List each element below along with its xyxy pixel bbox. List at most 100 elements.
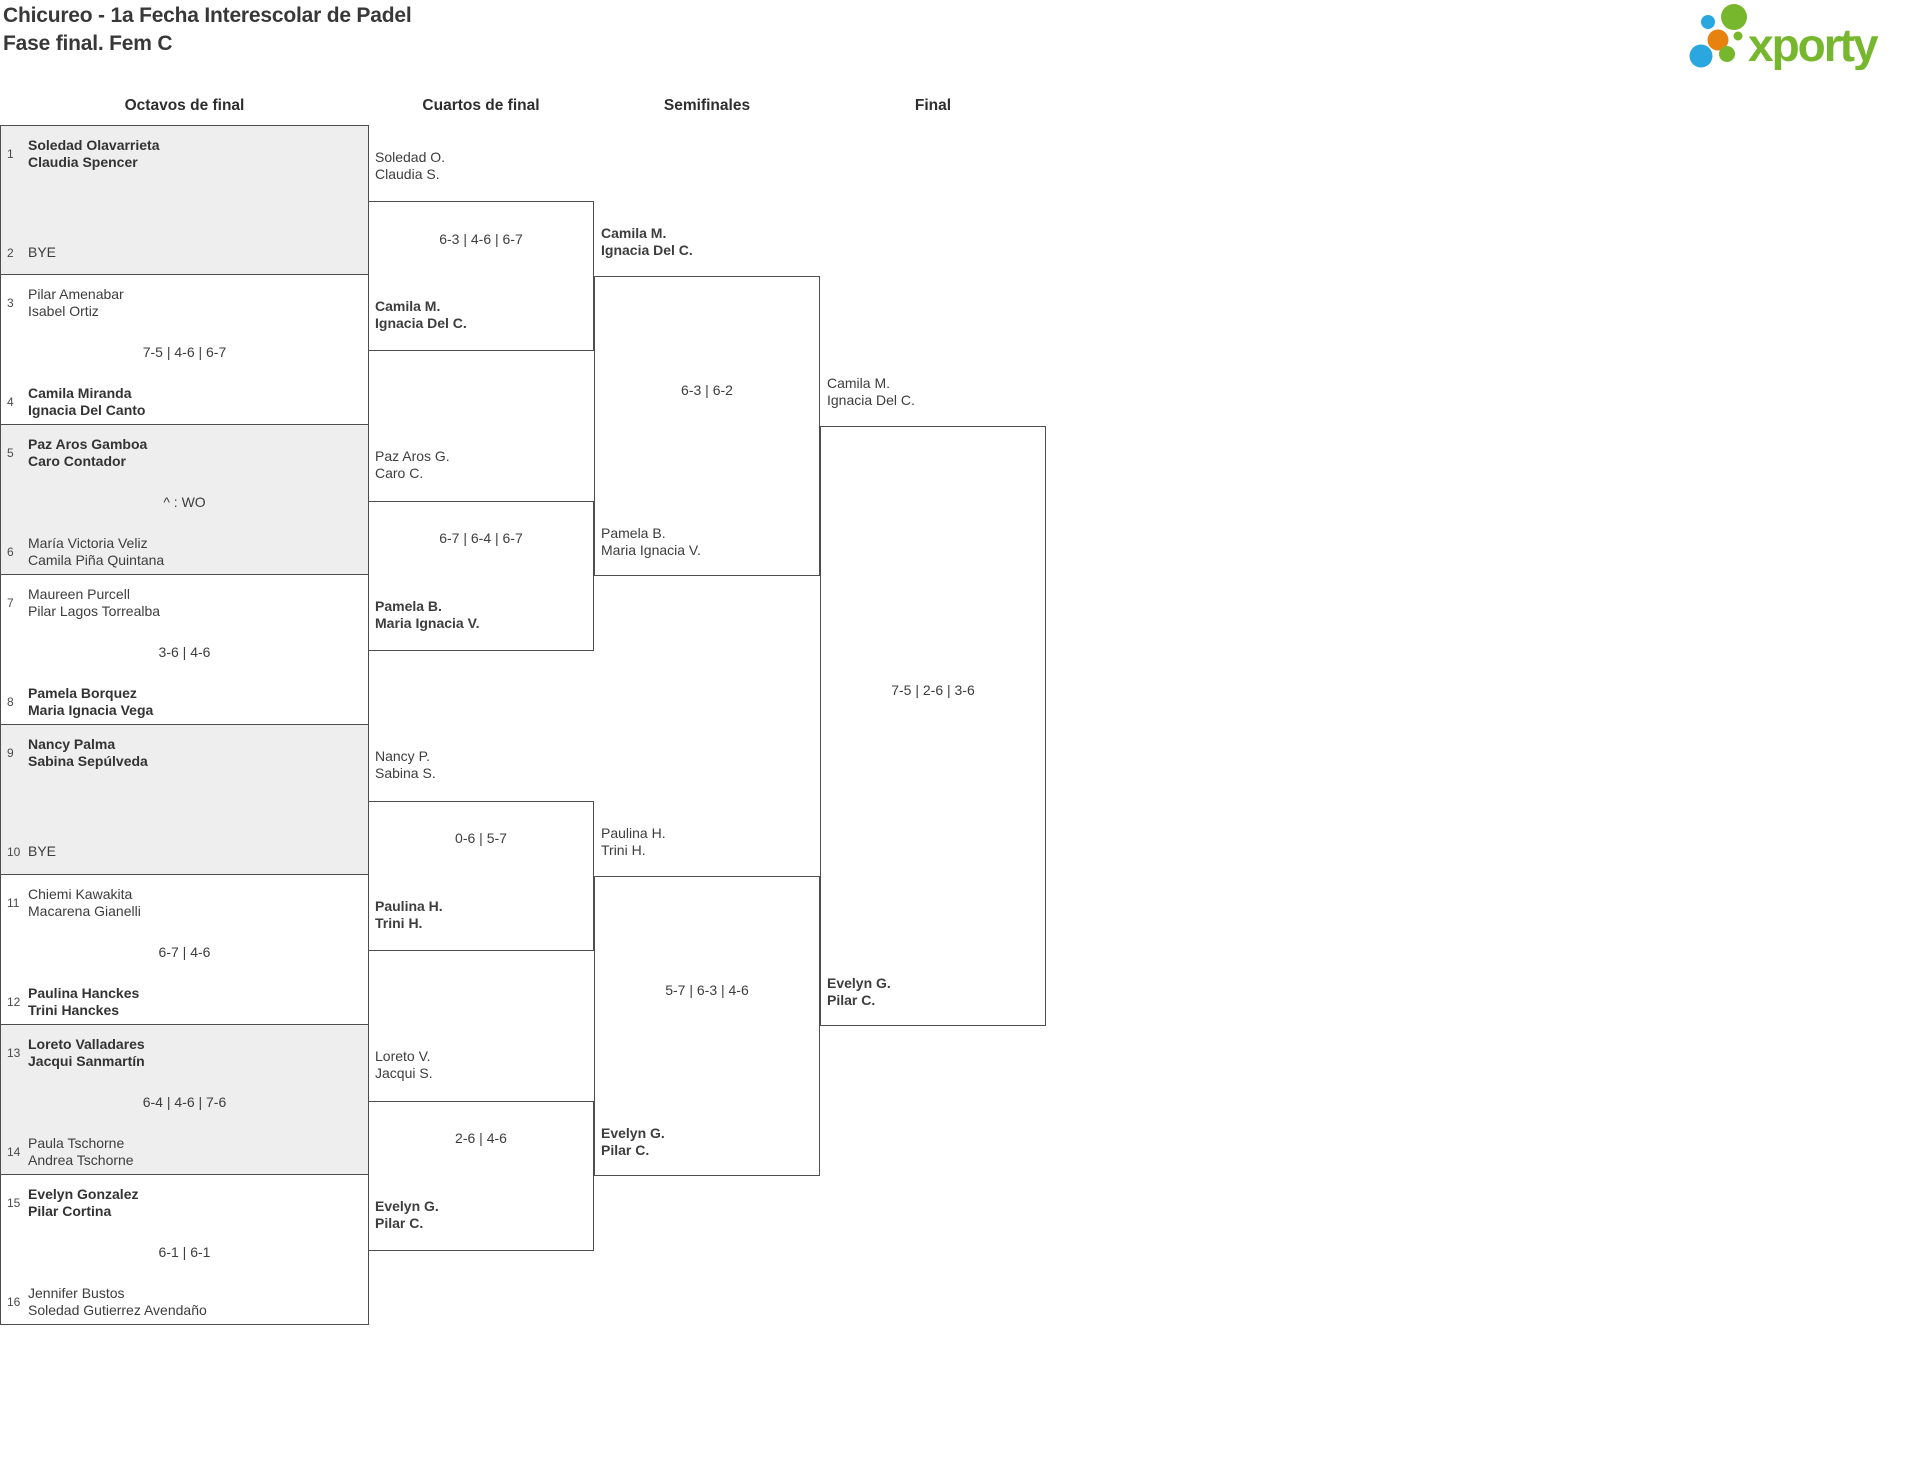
player-name: Camila M. [375,298,441,314]
team-name: Soledad O. Claudia S. [375,149,445,183]
match-r16-3: 5 Paz Aros Gamboa Caro Contador ^ : WO 6… [0,424,369,575]
team-row: 7 Maureen Purcell Pilar Lagos Torrealba [6,586,362,620]
team-name: Paz Aros G. Caro C. [375,448,450,482]
player-name: Pilar C. [375,1215,424,1231]
player-name: Paz Aros G. [375,448,450,464]
player-name: Caro Contador [28,453,126,469]
player-name: Pilar Lagos Torrealba [28,603,161,619]
player-name: Trini H. [375,915,423,931]
xporty-logo[interactable]: xporty [1686,4,1896,70]
match-score: 7-5 | 4-6 | 6-7 [142,344,227,360]
logo-dot-small-green [1719,46,1735,62]
team-row: 1 Soledad Olavarrieta Claudia Spencer [6,137,362,171]
team-row: 5 Paz Aros Gamboa Caro Contador [6,436,362,470]
match-score: 6-7 | 6-4 | 6-7 [439,530,523,546]
team-name: Nancy Palma Sabina Sepúlveda [28,736,148,770]
player-name: Loreto V. [375,1048,431,1064]
logo-dot-small-blue [1701,15,1715,29]
team-name: María Victoria Veliz Camila Piña Quintan… [28,535,164,569]
player-name: Pamela B. [601,525,666,541]
bye-label: BYE [28,244,57,260]
seed-number: 3 [7,296,14,310]
player-name: Chiemi Kawakita [28,886,133,902]
player-name: Pilar Cortina [28,1203,112,1219]
seed-number: 8 [7,695,14,709]
match-score: 7-5 | 2-6 | 3-6 [891,682,975,698]
player-name: Ignacia Del C. [375,315,467,331]
seed-number: 9 [7,746,14,760]
player-name: Ignacia Del Canto [28,402,146,418]
match-qf-3 [368,801,594,951]
match-sf-1 [594,276,820,576]
player-name: Paula Tschorne [28,1135,125,1151]
player-name: Caro C. [375,465,424,481]
player-name: Nancy P. [375,748,430,764]
player-name: Maria Ignacia Vega [28,702,154,718]
team-name: Paulina Hanckes Trini Hanckes [28,985,139,1019]
player-name: Isabel Ortiz [28,303,99,319]
match-r16-4: 7 Maureen Purcell Pilar Lagos Torrealba … [0,574,369,725]
seed-number: 11 [7,896,20,910]
team-name: Paz Aros Gamboa Caro Contador [28,436,147,470]
player-name: Sabina Sepúlveda [28,753,148,769]
player-name: Paulina H. [375,898,443,914]
team-row: 2 BYE [6,244,362,261]
round-header-semifinales: Semifinales [663,97,751,114]
team-row: 13 Loreto Valladares Jacqui Sanmartín [6,1036,362,1070]
player-name: Camila Miranda [28,385,132,401]
seed-number: 14 [7,1145,21,1159]
player-name: Jennifer Bustos [28,1285,125,1301]
match-r16-5: 9 Nancy Palma Sabina Sepúlveda 10 BYE [0,724,369,875]
team-name: Loreto Valladares Jacqui Sanmartín [28,1036,145,1070]
player-name: Evelyn G. [827,975,891,991]
team-name: Camila M. Ignacia Del C. [375,298,467,332]
team-name: Camila M. Ignacia Del C. [827,375,915,409]
logo-dot-big-blue [1689,44,1713,68]
team-name: Jennifer Bustos Soledad Gutierrez Avenda… [28,1285,207,1319]
match-qf-1 [368,201,594,351]
team-name: Pamela B. Maria Ignacia V. [375,598,480,632]
player-name: Soledad Olavarrieta [28,137,160,153]
player-name: Macarena Gianelli [28,903,141,919]
match-score: 0-6 | 5-7 [455,830,507,846]
match-score: 6-3 | 6-2 [681,382,733,398]
logo-dot-big-green [1721,4,1747,30]
player-name: Evelyn G. [601,1125,665,1141]
match-r16-2: 3 Pilar Amenabar Isabel Ortiz 7-5 | 4-6 … [0,274,369,425]
player-name: Soledad O. [375,149,446,165]
match-sf-2 [594,876,820,1176]
player-name: Pamela B. [375,598,442,614]
team-name: Chiemi Kawakita Macarena Gianelli [28,886,141,920]
team-name: BYE [28,843,56,860]
player-name: María Victoria Veliz [28,535,148,551]
round-header-octavos: Octavos de final [124,97,245,114]
player-name: Paulina H. [601,825,666,841]
player-name: Trini Hanckes [28,1002,120,1018]
player-name: Evelyn Gonzalez [28,1186,139,1202]
team-row: 10 BYE [6,843,362,860]
team-name: Evelyn G. Pilar C. [601,1125,665,1159]
match-r16-1: 1 Soledad Olavarrieta Claudia Spencer 2 … [0,125,369,275]
player-name: Pilar Amenabar [28,286,124,302]
logo-wordmark: xporty [1748,19,1879,70]
player-name: Sabina S. [375,765,436,781]
match-r16-7: 13 Loreto Valladares Jacqui Sanmartín 6-… [0,1024,369,1175]
match-score: 6-4 | 4-6 | 7-6 [142,1094,227,1110]
team-name: Paula Tschorne Andrea Tschorne [28,1135,134,1169]
match-score: 6-1 | 6-1 [158,1244,211,1260]
tournament-name: Chicureo - 1a Fecha Interescolar de Pade… [3,4,412,27]
team-name: Paulina H. Trini H. [375,898,443,932]
team-row: 16 Jennifer Bustos Soledad Gutierrez Ave… [6,1285,362,1319]
team-row: 14 Paula Tschorne Andrea Tschorne [6,1135,362,1169]
seed-number: 12 [7,995,21,1009]
seed-number: 13 [7,1046,21,1060]
match-r16-6: 11 Chiemi Kawakita Macarena Gianelli 6-7… [0,874,369,1025]
team-name: BYE [28,244,56,261]
match-qf-2 [368,501,594,651]
round-header-final: Final [914,97,952,114]
match-score: 5-7 | 6-3 | 4-6 [665,982,749,998]
team-name: Paulina H. Trini H. [601,825,666,859]
seed-number: 15 [7,1196,21,1210]
seed-number: 5 [7,446,14,460]
